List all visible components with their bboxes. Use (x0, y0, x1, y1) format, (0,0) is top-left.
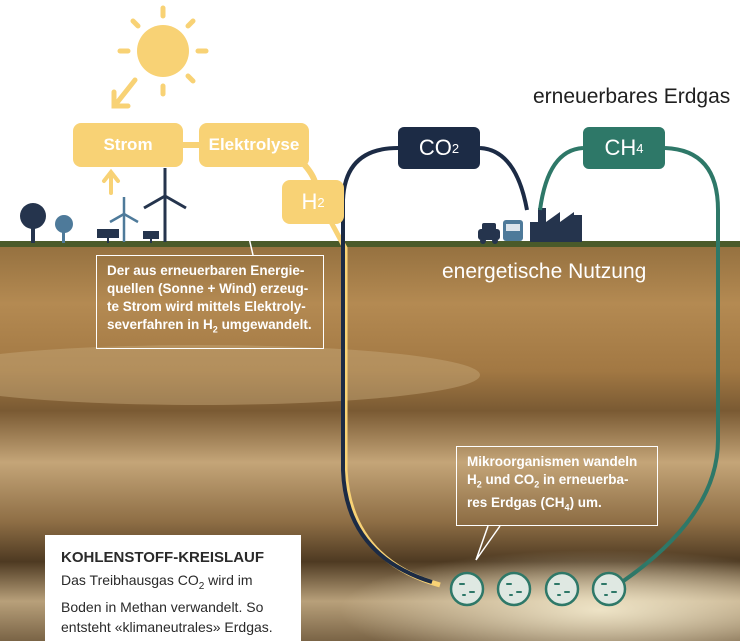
callout-left-text: severfahren in H (107, 317, 213, 332)
hydrogen-label: H (301, 189, 318, 214)
callout-right-line: Mikroorganismen wandeln (467, 454, 638, 469)
co2-subscript: 2 (451, 140, 460, 156)
wind-turbine-icon-large (143, 168, 187, 242)
callout-right-text: H (467, 472, 477, 487)
callout-right-sub: 4 (564, 502, 570, 513)
info-line: Boden in Methan verwandelt. So (61, 598, 264, 615)
carbon-cycle-info-box: KOHLENSTOFF-KREISLAUF Das Treibhausgas C… (45, 535, 301, 641)
info-text-span: Das Treibhausgas CO (61, 572, 199, 588)
tree-icon (20, 203, 73, 243)
wind-turbine-icon (109, 197, 139, 242)
co2-label: CO (418, 135, 452, 160)
info-text: Das Treibhausgas CO2 wird im Boden in Me… (61, 570, 285, 637)
soil-light-band-2 (0, 345, 480, 405)
callout-right-sub: 2 (534, 479, 540, 490)
info-line: Das Treibhausgas CO2 wird im (61, 570, 285, 597)
info-title: KOHLENSTOFF-KREISLAUF (61, 549, 265, 566)
callout-right-text: ) um. (569, 494, 602, 510)
methane-subscript: 4 (636, 140, 644, 156)
methane-label: CH (604, 135, 637, 160)
callout-right-line: res Erdgas (CH4) um. (467, 494, 647, 517)
sun-icon (117, 5, 209, 97)
co2-flow-path-top (479, 146, 529, 211)
callout-right-sub: 2 (476, 479, 482, 490)
co2-flow-path-left (341, 146, 433, 584)
bus-icon (503, 220, 523, 241)
soil-light-band (340, 550, 740, 641)
microorganism-icon (449, 571, 627, 607)
car-icon (478, 223, 500, 244)
electrolysis-label: Elektrolyse (208, 135, 300, 154)
callout-right-text: in erneuerba- (539, 472, 629, 487)
callout-left-line: te Strom wird mittels Elektroly- (107, 299, 306, 314)
callout-right-pointer (475, 525, 501, 561)
solar-panel-icon (97, 229, 159, 243)
factory-icon (530, 208, 582, 242)
energy-use-title: energetische Nutzung (442, 260, 647, 283)
renewable-gas-title: erneuerbares Erdgas (533, 85, 731, 108)
callout-right-text: res Erdgas (CH (467, 494, 565, 510)
callout-left-line: severfahren in H2 umgewandelt. (107, 316, 313, 339)
callout-left-line: quellen (Sonne + Wind) erzeug- (107, 281, 309, 296)
info-sub: 2 (198, 580, 205, 592)
callout-left-line: Der aus erneuerbaren Energie- (107, 263, 305, 278)
callout-left-text: umgewandelt. (217, 317, 312, 332)
callout-left-sub: 2 (212, 324, 218, 335)
connector-power-electrolysis (180, 142, 202, 148)
sun-to-power-arrow (111, 77, 138, 109)
microbe-dots (459, 583, 617, 596)
callout-left-pointer (242, 211, 254, 256)
info-text-span: wird im (204, 572, 253, 588)
ch4-flow-path-top (538, 146, 584, 211)
grass-line (0, 241, 740, 247)
power-box: Strom (73, 123, 183, 167)
ch4-flow-path-right (608, 146, 720, 592)
electrolysis-box: Elektrolyse (199, 123, 309, 167)
power-label: Strom (103, 135, 153, 154)
hydrogen-subscript: 2 (317, 194, 325, 210)
callout-right-text: und CO (481, 472, 535, 487)
microorganism-callout: Mikroorganismen wandeln H2 und CO2 in er… (456, 446, 658, 526)
electrolysis-callout: Der aus erneuerbaren Energie- quellen (S… (96, 255, 324, 349)
callout-right-line: H2 und CO2 in erneuerba- (467, 471, 647, 494)
wind-to-power-arrow (102, 168, 120, 195)
info-line: entsteht «klimaneutrales» Erdgas. (61, 618, 273, 635)
